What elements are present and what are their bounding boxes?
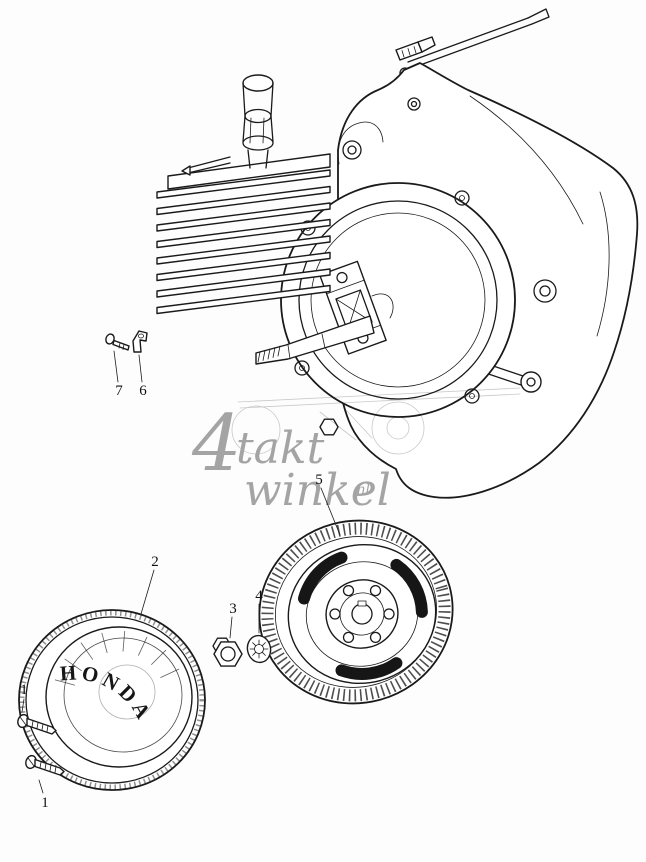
callout-line-2 <box>140 569 155 615</box>
stator-wire <box>371 293 394 319</box>
case-boss <box>533 279 557 303</box>
honda-cover: HONDA <box>18 609 206 791</box>
callout-7: 7 <box>115 383 123 399</box>
callout-line-7 <box>113 350 119 383</box>
callout-5: 5 <box>315 472 323 488</box>
callouts: 1 1 2 3 4 5 6 7 <box>20 350 341 811</box>
spark-plug <box>242 74 274 169</box>
cover-screw-top <box>17 713 57 735</box>
callout-line-5 <box>320 487 341 536</box>
callout-line-3 <box>229 616 233 639</box>
watermark: 4 takt winkel .nl <box>191 387 521 516</box>
callout-2: 2 <box>151 554 159 570</box>
watermark-word-1: takt <box>236 423 325 474</box>
magneto-housing <box>280 182 516 418</box>
wire-clamp <box>132 330 148 353</box>
watermark-moped-sketch <box>231 387 521 455</box>
case-bolt-hole <box>407 97 421 111</box>
kickstart-spindle <box>181 156 231 176</box>
mount-lug-hole <box>342 140 362 160</box>
watermark-word-2: winkel <box>244 465 391 516</box>
callout-line-6 <box>138 354 143 383</box>
stator-bolt <box>105 333 130 351</box>
cover-sunburst-shading <box>54 630 180 686</box>
rotor-slot <box>298 551 348 605</box>
rotor-slot <box>390 558 428 618</box>
callout-6: 6 <box>139 383 147 399</box>
star-washer <box>246 634 272 664</box>
rotor-keyway <box>357 600 367 607</box>
callout-3: 3 <box>229 601 237 617</box>
cover-screw-bottom <box>25 754 65 776</box>
flywheel-rotor <box>258 519 454 705</box>
flywheel-nut <box>212 637 243 667</box>
callout-1-top: 1 <box>20 682 28 698</box>
crankshaft <box>255 315 375 365</box>
callout-4: 4 <box>255 588 263 604</box>
callout-1-bottom: 1 <box>41 795 49 811</box>
callout-line-1-top <box>21 698 25 713</box>
rotor-slot <box>335 657 403 680</box>
drain-bolt <box>319 418 339 436</box>
cylinder-fins <box>156 153 331 315</box>
watermark-suffix: .nl <box>352 482 370 498</box>
callout-line-1-bottom <box>38 779 44 794</box>
watermark-numeral: 4 <box>191 399 242 489</box>
